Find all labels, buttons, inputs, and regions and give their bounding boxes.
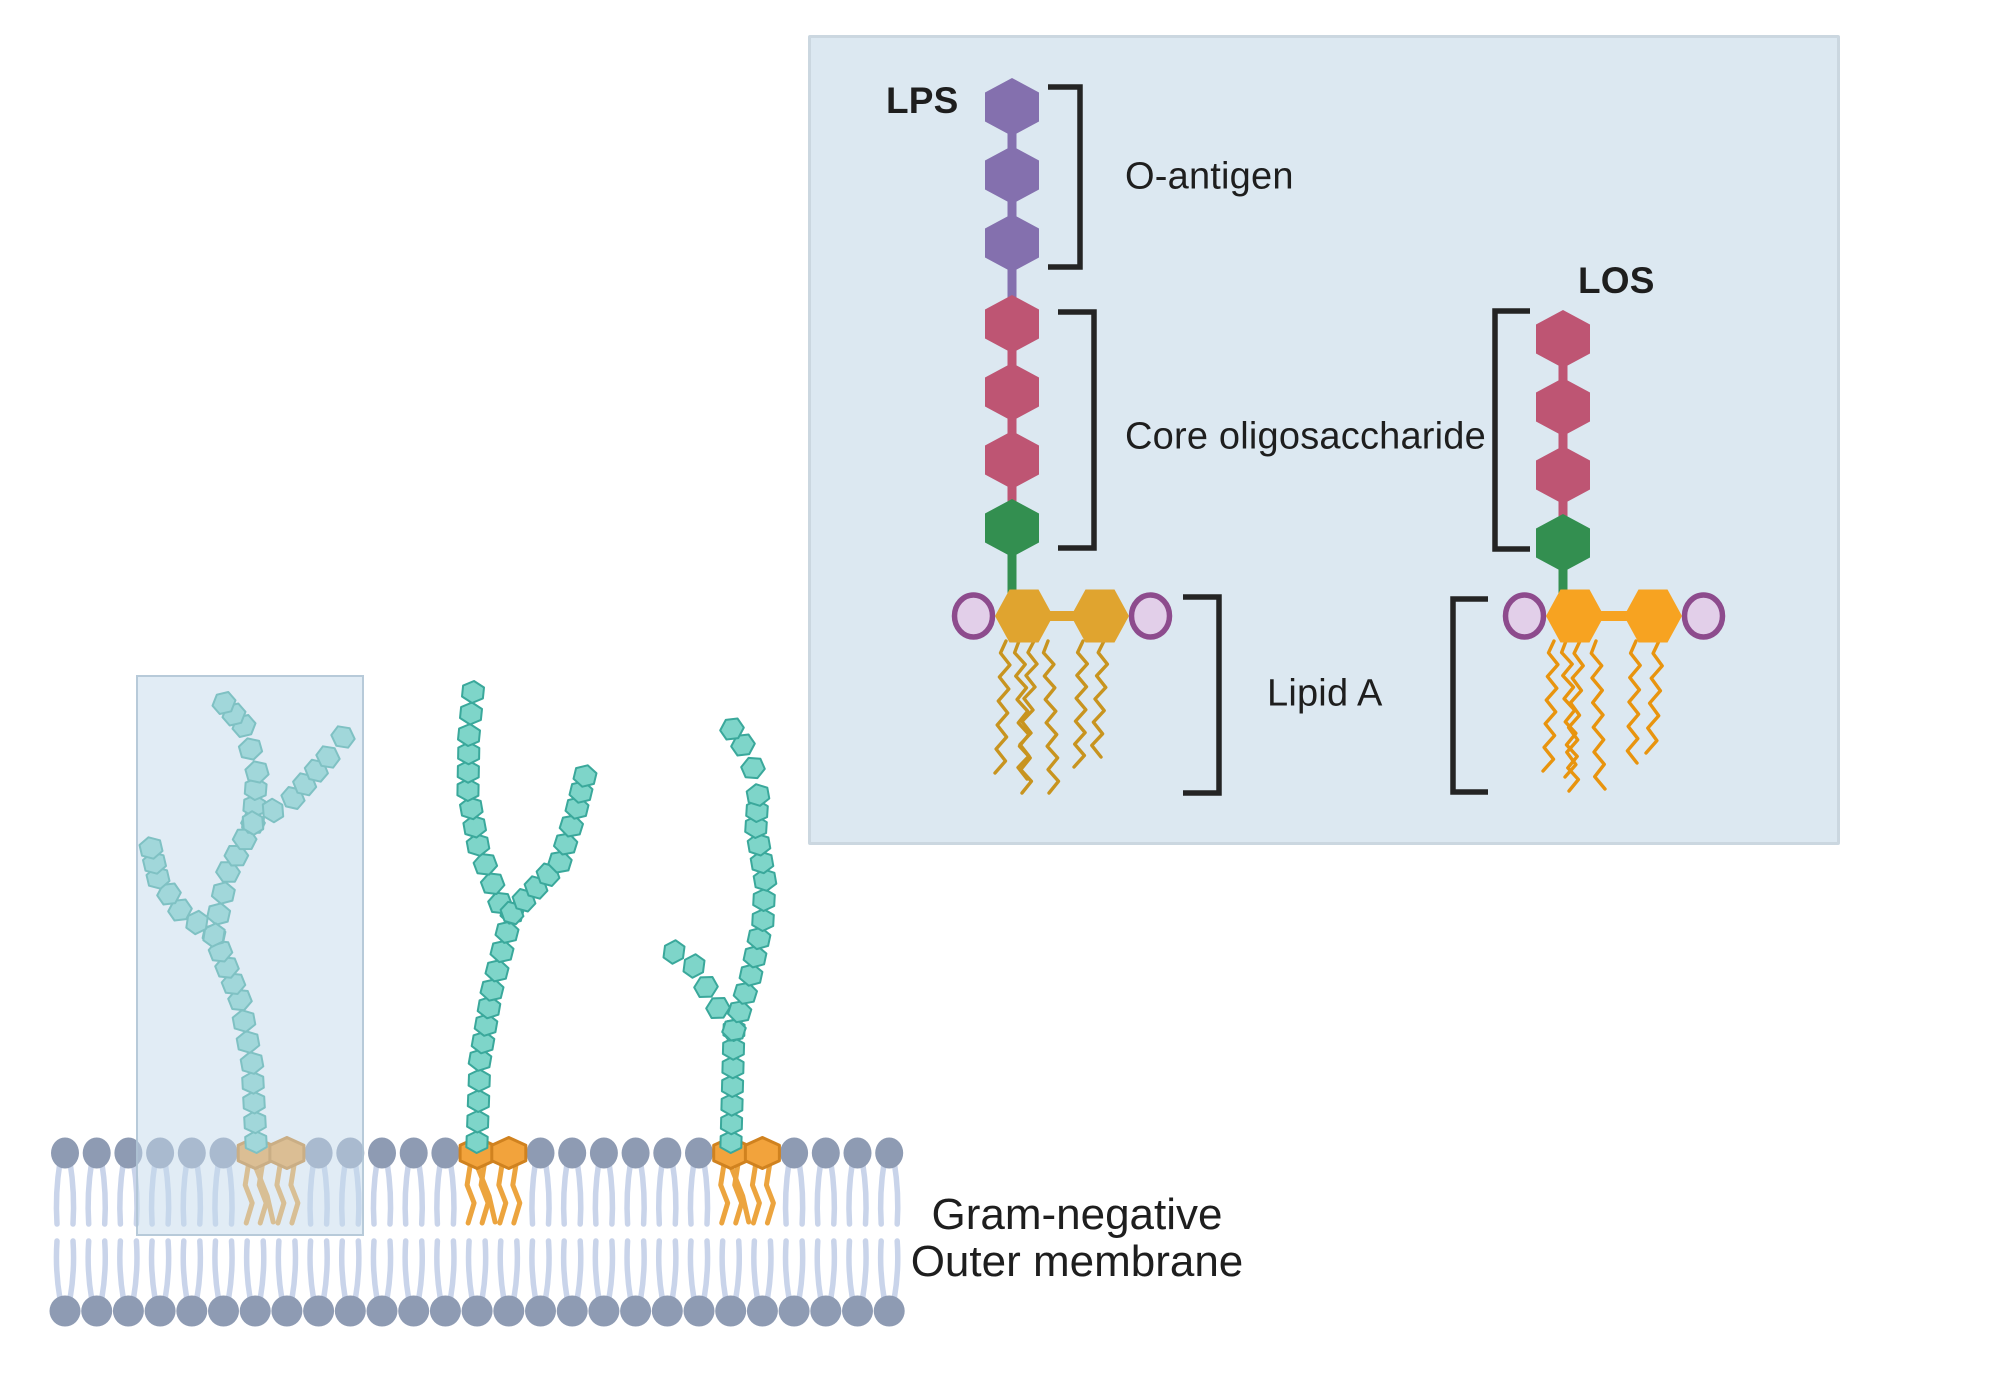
membrane-label-line1: Gram-negative <box>931 1190 1223 1239</box>
lps-label: LPS <box>886 80 959 121</box>
core-oligosaccharide-label: Core oligosaccharide <box>1125 415 1486 458</box>
o-antigen-label: O-antigen <box>1125 155 1294 198</box>
o-antigen-bracket <box>1048 84 1083 270</box>
core-bracket-los <box>1492 308 1530 552</box>
lipid-a-label: Lipid A <box>1267 672 1383 715</box>
lipid-a-bracket-los <box>1450 596 1488 795</box>
lps-highlight-box <box>136 675 364 1236</box>
los-label: LOS <box>1578 260 1655 301</box>
membrane-label: Gram-negative Outer membrane <box>877 1190 1277 1286</box>
lps-structure <box>951 78 1173 795</box>
inset-panel <box>808 35 1840 845</box>
membrane-label-line2: Outer membrane <box>910 1236 1244 1286</box>
o-antigen-chain-3 <box>662 717 778 1154</box>
los-structure <box>1502 310 1726 793</box>
lipid-a-bracket-lps <box>1183 594 1222 796</box>
core-bracket-lps <box>1058 309 1097 551</box>
o-antigen-chain-2 <box>456 680 598 1154</box>
